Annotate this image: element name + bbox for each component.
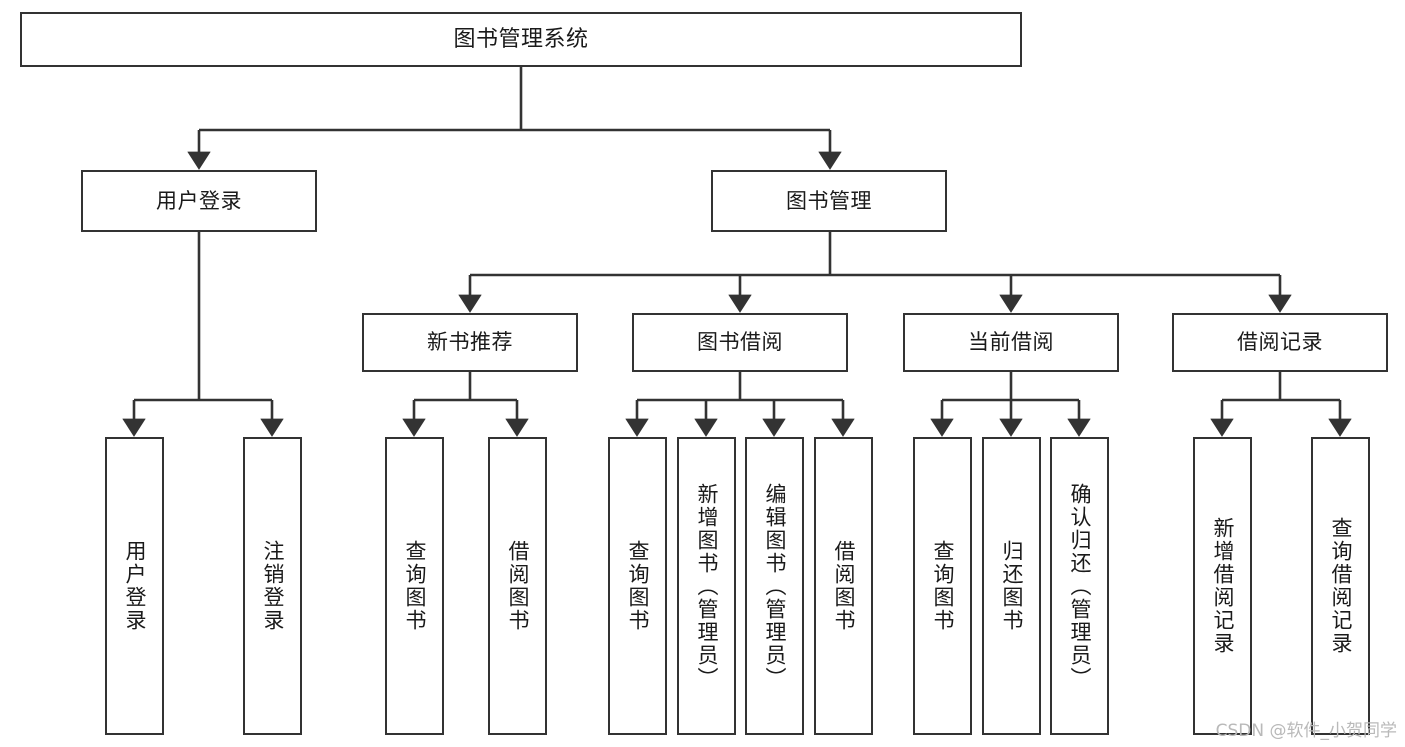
leaf-new-book-borrow-label: 借阅图书 [506, 540, 531, 632]
leaf-current-borrow-confirm-return[interactable]: 确认归还（管理员） [1050, 437, 1109, 735]
node-root-system-label: 图书管理系统 [453, 26, 589, 52]
leaf-new-book-query[interactable]: 查询图书 [385, 437, 444, 735]
leaf-book-borrow-query[interactable]: 查询图书 [608, 437, 667, 735]
node-book-management[interactable]: 图书管理 [711, 170, 947, 232]
leaf-user-login-signin-label: 用户登录 [123, 540, 148, 632]
node-root-system[interactable]: 图书管理系统 [20, 12, 1022, 67]
node-new-book-recommend[interactable]: 新书推荐 [362, 313, 578, 372]
leaf-book-borrow-add-label: 新增图书（管理员） [695, 482, 720, 690]
node-current-borrow[interactable]: 当前借阅 [903, 313, 1119, 372]
node-book-management-label: 图书管理 [786, 188, 872, 213]
node-book-borrow[interactable]: 图书借阅 [632, 313, 848, 372]
leaf-book-borrow-add[interactable]: 新增图书（管理员） [677, 437, 736, 735]
node-borrow-record[interactable]: 借阅记录 [1172, 313, 1388, 372]
leaf-current-borrow-return-label: 归还图书 [1000, 540, 1025, 632]
leaf-borrow-record-add-label: 新增借阅记录 [1211, 517, 1236, 655]
node-book-borrow-label: 图书借阅 [697, 330, 783, 355]
leaf-new-book-query-label: 查询图书 [403, 540, 428, 632]
leaf-user-login-signout[interactable]: 注销登录 [243, 437, 302, 735]
leaf-new-book-borrow[interactable]: 借阅图书 [488, 437, 547, 735]
leaf-current-borrow-return[interactable]: 归还图书 [982, 437, 1041, 735]
node-new-book-recommend-label: 新书推荐 [427, 330, 513, 355]
node-user-login[interactable]: 用户登录 [81, 170, 317, 232]
node-borrow-record-label: 借阅记录 [1237, 330, 1323, 355]
leaf-book-borrow-edit-label: 编辑图书（管理员） [763, 482, 788, 690]
leaf-borrow-record-query-label: 查询借阅记录 [1329, 517, 1354, 655]
leaf-current-borrow-query-label: 查询图书 [931, 540, 956, 632]
leaf-borrow-record-query[interactable]: 查询借阅记录 [1311, 437, 1370, 735]
leaf-book-borrow-lend[interactable]: 借阅图书 [814, 437, 873, 735]
node-current-borrow-label: 当前借阅 [968, 330, 1054, 355]
leaf-book-borrow-edit[interactable]: 编辑图书（管理员） [745, 437, 804, 735]
leaf-book-borrow-lend-label: 借阅图书 [832, 540, 857, 632]
leaf-current-borrow-confirm-return-label: 确认归还（管理员） [1068, 482, 1093, 690]
leaf-user-login-signin[interactable]: 用户登录 [105, 437, 164, 735]
leaf-borrow-record-add[interactable]: 新增借阅记录 [1193, 437, 1252, 735]
leaf-current-borrow-query[interactable]: 查询图书 [913, 437, 972, 735]
leaf-book-borrow-query-label: 查询图书 [626, 540, 651, 632]
csdn-watermark: CSDN @软件_小贺同学 [1215, 721, 1397, 741]
node-user-login-label: 用户登录 [156, 188, 242, 213]
leaf-user-login-signout-label: 注销登录 [261, 540, 286, 632]
